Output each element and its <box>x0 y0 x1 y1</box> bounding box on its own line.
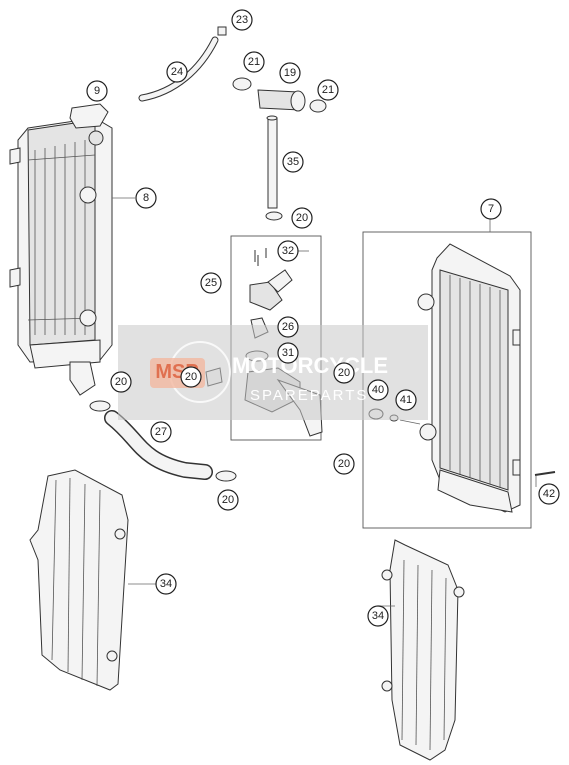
watermark-brand: MOTORCYCLE <box>232 353 388 378</box>
lower-hose <box>89 400 237 482</box>
callout-31: 31 <box>277 342 299 364</box>
callout-20-hose-end: 20 <box>217 489 239 511</box>
callout-27: 27 <box>150 421 172 443</box>
callout-20-pipe: 20 <box>291 207 313 229</box>
svg-text:25: 25 <box>205 277 217 289</box>
watermark-sub: SPAREPARTS <box>250 387 368 404</box>
svg-text:34: 34 <box>372 610 384 622</box>
svg-text:21: 21 <box>248 56 260 68</box>
callout-26: 26 <box>277 316 299 338</box>
svg-text:27: 27 <box>155 426 167 438</box>
callout-42: 42 <box>538 483 560 505</box>
svg-text:20: 20 <box>338 367 350 379</box>
svg-text:20: 20 <box>338 458 350 470</box>
svg-text:42: 42 <box>543 488 555 500</box>
bolt-42 <box>534 471 556 476</box>
radiator-cap <box>69 103 109 146</box>
callout-20-left-hose: 20 <box>110 371 132 393</box>
svg-text:23: 23 <box>236 14 248 26</box>
svg-text:19: 19 <box>284 67 296 79</box>
thermostat-assembly <box>232 77 327 113</box>
svg-text:20: 20 <box>115 376 127 388</box>
svg-text:20: 20 <box>296 212 308 224</box>
svg-text:20: 20 <box>222 494 234 506</box>
callout-24: 24 <box>166 61 188 83</box>
left-radiator-guard <box>29 469 129 691</box>
callout-34-right: 34 <box>367 605 389 627</box>
callout-20-lower-right: 20 <box>333 453 355 475</box>
callout-21-right: 21 <box>317 79 339 101</box>
overflow-hose <box>138 26 227 102</box>
callout-21-left: 21 <box>243 51 265 73</box>
callout-8: 8 <box>135 187 157 209</box>
callout-25: 25 <box>200 272 222 294</box>
callout-32: 32 <box>277 240 299 262</box>
svg-text:8: 8 <box>143 192 149 204</box>
right-radiator-guard <box>381 539 465 761</box>
callout-34-left: 34 <box>155 573 177 595</box>
svg-text:35: 35 <box>287 156 299 168</box>
callout-40: 40 <box>367 379 389 401</box>
right-radiator <box>417 243 521 513</box>
callout-35: 35 <box>282 151 304 173</box>
callout-20-left-pump: 20 <box>180 366 202 388</box>
svg-text:34: 34 <box>160 578 172 590</box>
callout-41: 41 <box>395 389 417 411</box>
svg-text:9: 9 <box>94 85 100 97</box>
coolant-pipe <box>265 115 283 221</box>
svg-text:31: 31 <box>282 347 294 359</box>
callout-23: 23 <box>231 9 253 31</box>
svg-text:7: 7 <box>488 203 494 215</box>
callout-7: 7 <box>480 198 502 220</box>
callout-20-right-pump: 20 <box>333 362 355 384</box>
callout-19: 19 <box>279 62 301 84</box>
svg-text:21: 21 <box>322 84 334 96</box>
left-radiator <box>9 117 113 396</box>
svg-text:40: 40 <box>372 384 384 396</box>
svg-text:41: 41 <box>400 394 412 406</box>
svg-text:24: 24 <box>171 66 183 78</box>
callout-9: 9 <box>86 80 108 102</box>
svg-text:26: 26 <box>282 321 294 333</box>
svg-text:32: 32 <box>282 245 294 257</box>
watermark: MSP MOTORCYCLE SPAREPARTS <box>118 325 428 420</box>
svg-text:20: 20 <box>185 371 197 383</box>
